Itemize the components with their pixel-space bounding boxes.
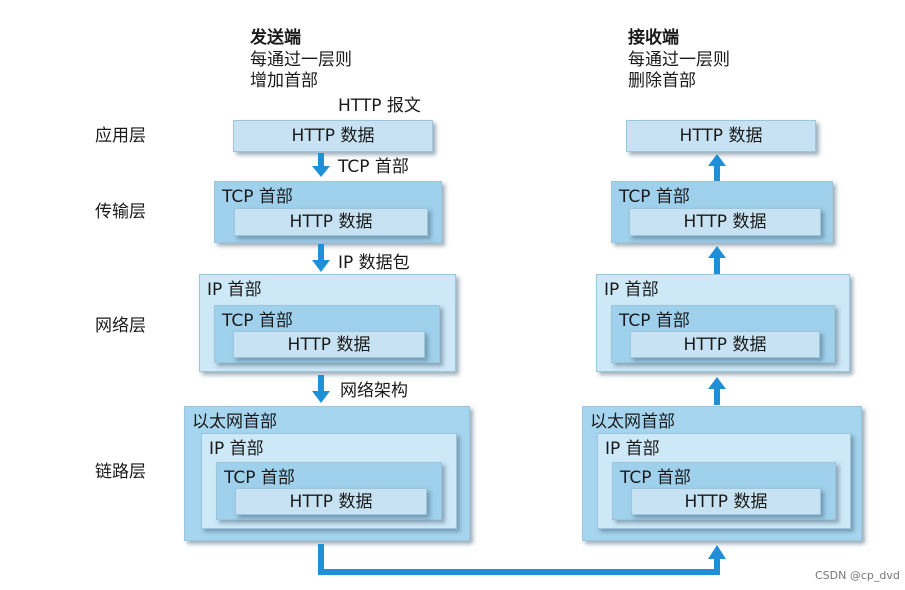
flow-label-network-frame: 网络架构 [340, 381, 408, 401]
receiver-link-ethernet-box: 以太网首部 IP 首部 TCP 首部 HTTP 数据 [582, 406, 862, 541]
sender-desc-line2: 增加首部 [250, 71, 318, 91]
flow-label-http-message: HTTP 报文 [338, 96, 421, 116]
up-arrow-network-to-transport [708, 246, 726, 274]
receiver-title: 接收端 [628, 28, 679, 48]
receiver-desc-line1: 每通过一层则 [628, 50, 730, 70]
down-arrow-app-to-transport [312, 153, 330, 177]
http-data-label: HTTP 数据 [289, 491, 373, 512]
ethernet-header-label: 以太网首部 [192, 412, 277, 432]
tcp-header-label: TCP 首部 [619, 187, 690, 207]
tcp-header-label: TCP 首部 [222, 187, 293, 207]
http-data-label: HTTP 数据 [683, 334, 767, 355]
receiver-link-http-box: HTTP 数据 [631, 488, 821, 515]
http-data-label: HTTP 数据 [679, 126, 763, 146]
http-data-label: HTTP 数据 [289, 212, 373, 232]
layer-label-application: 应用层 [95, 126, 146, 146]
receiver-transport-tcp-box: TCP 首部 HTTP 数据 [611, 181, 833, 243]
receiver-desc-line2: 删除首部 [628, 71, 696, 91]
down-arrow-transport-to-network [312, 244, 330, 272]
ip-header-label: IP 首部 [604, 280, 659, 300]
receiver-network-http-box: HTTP 数据 [630, 331, 820, 358]
link-connector-line [318, 544, 720, 575]
layer-label-network: 网络层 [95, 316, 146, 336]
flow-label-tcp-header: TCP 首部 [338, 157, 409, 177]
ip-header-label: IP 首部 [209, 439, 264, 459]
sender-link-ethernet-box: 以太网首部 IP 首部 TCP 首部 HTTP 数据 [184, 406, 470, 541]
layer-label-link: 链路层 [95, 462, 146, 482]
sender-desc-line1: 每通过一层则 [250, 50, 352, 70]
tcp-header-label: TCP 首部 [222, 311, 293, 331]
tcp-header-label: TCP 首部 [620, 468, 691, 488]
flow-label-ip-packet: IP 数据包 [338, 253, 410, 273]
receiver-link-tcp-box: TCP 首部 HTTP 数据 [612, 462, 836, 520]
sender-network-ip-box: IP 首部 TCP 首部 HTTP 数据 [199, 274, 456, 372]
receiver-transport-http-box: HTTP 数据 [629, 208, 821, 236]
sender-link-tcp-box: TCP 首部 HTTP 数据 [216, 462, 442, 520]
sender-link-http-box: HTTP 数据 [235, 488, 427, 515]
sender-app-http-box: HTTP 数据 [233, 120, 433, 152]
sender-transport-tcp-box: TCP 首部 HTTP 数据 [214, 181, 442, 243]
ip-header-label: IP 首部 [207, 280, 262, 300]
up-arrow-into-receiver-link [708, 545, 726, 559]
sender-network-tcp-box: TCP 首部 HTTP 数据 [214, 305, 440, 363]
http-data-label: HTTP 数据 [287, 334, 371, 355]
http-data-label: HTTP 数据 [683, 212, 767, 232]
tcp-header-label: TCP 首部 [224, 468, 295, 488]
up-arrow-link-to-network [708, 377, 726, 405]
http-data-label: HTTP 数据 [684, 491, 768, 512]
watermark: CSDN @cp_dvd [815, 569, 900, 582]
sender-network-http-box: HTTP 数据 [233, 331, 425, 358]
sender-title: 发送端 [250, 28, 301, 48]
receiver-network-tcp-box: TCP 首部 HTTP 数据 [611, 305, 835, 363]
sender-link-ip-box: IP 首部 TCP 首部 HTTP 数据 [201, 433, 457, 529]
ip-header-label: IP 首部 [605, 439, 660, 459]
up-arrow-transport-to-app [708, 154, 726, 181]
layer-label-transport: 传输层 [95, 202, 146, 222]
down-arrow-network-to-link [312, 375, 330, 403]
sender-transport-http-box: HTTP 数据 [234, 208, 428, 236]
receiver-app-http-box: HTTP 数据 [626, 120, 816, 152]
receiver-network-ip-box: IP 首部 TCP 首部 HTTP 数据 [596, 274, 850, 372]
ethernet-header-label: 以太网首部 [590, 412, 675, 432]
tcp-header-label: TCP 首部 [619, 311, 690, 331]
http-data-label: HTTP 数据 [291, 126, 375, 146]
receiver-link-ip-box: IP 首部 TCP 首部 HTTP 数据 [597, 433, 851, 529]
